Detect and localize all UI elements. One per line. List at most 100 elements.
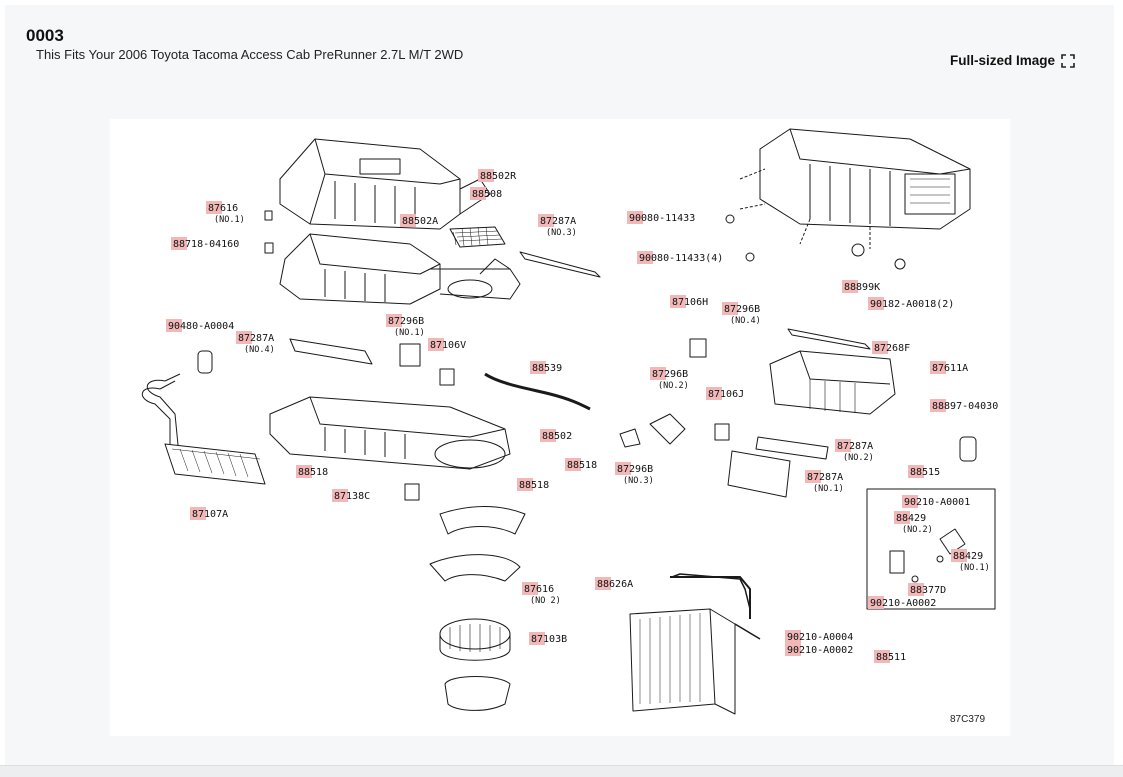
part-callout[interactable]: 87103B	[529, 632, 567, 645]
callout-highlight	[706, 387, 722, 400]
callout-part-number: 90480-A0004	[168, 321, 234, 332]
part-callout[interactable]: 87296B(NO.3)	[615, 462, 654, 486]
callout-sub-label: (NO.1)	[214, 215, 245, 225]
part-callout[interactable]: 88502	[540, 429, 572, 442]
shroud-part	[429, 554, 521, 582]
blower-motor-part	[439, 618, 511, 711]
callout-part-number: 87103B	[531, 634, 567, 645]
part-callout[interactable]: 88626A	[595, 577, 633, 590]
callout-highlight	[206, 201, 222, 214]
callout-part-number: 88539	[532, 363, 562, 374]
callout-highlight	[236, 331, 252, 344]
callout-sub-label: (NO.4)	[730, 316, 761, 326]
part-callout[interactable]: 88518	[565, 458, 597, 471]
part-callout[interactable]: 87616(NO.1)	[206, 201, 245, 225]
callout-highlight	[517, 478, 533, 491]
part-callout[interactable]: 87106H	[670, 295, 708, 308]
part-callout[interactable]: 88899K	[842, 280, 880, 293]
callout-part-number: 87287A	[540, 216, 576, 227]
part-callout[interactable]: 87287A(NO.2)	[835, 439, 874, 463]
part-callout[interactable]: 90210-A0004	[785, 630, 853, 643]
callout-part-number: 87107A	[192, 509, 228, 520]
part-callout[interactable]: 88508	[470, 187, 502, 200]
part-callout[interactable]: 87296B(NO.4)	[722, 302, 761, 326]
screw-part	[745, 252, 755, 262]
callout-highlight	[637, 251, 653, 264]
full-size-image-button[interactable]: Full-sized Image	[950, 53, 1075, 68]
part-callout[interactable]: 88502A	[400, 214, 438, 227]
part-callout[interactable]: 88511	[874, 650, 906, 663]
callout-part-number: 87138C	[334, 491, 370, 502]
part-callout[interactable]: 88429(NO.1)	[951, 549, 990, 573]
part-callout[interactable]: 88897-04030	[930, 399, 998, 412]
heater-core-part	[142, 373, 266, 485]
callout-sub-label: (NO.2)	[658, 381, 689, 391]
part-callout[interactable]: 87611A	[930, 361, 968, 374]
part-callout[interactable]: 87106J	[706, 387, 744, 400]
part-callout[interactable]: 87296B(NO.2)	[650, 367, 689, 391]
screw-part	[851, 243, 865, 257]
callout-part-number: 88429	[953, 551, 983, 562]
part-callout[interactable]: 90080-11433	[627, 211, 695, 224]
part-callout[interactable]: 87107A	[190, 507, 228, 520]
callout-part-number: 87296B	[617, 464, 653, 475]
callout-part-number: 87616	[208, 203, 238, 214]
part-callout[interactable]: 88718-04160	[171, 237, 239, 250]
callout-part-number: 90210-A0001	[904, 497, 970, 508]
part-callout[interactable]: 88502R	[478, 169, 517, 182]
callout-highlight	[615, 462, 631, 475]
diagram-number: 0003	[26, 26, 64, 45]
lower-case-part	[269, 396, 511, 470]
hvac-unit-part	[739, 128, 971, 249]
part-callout[interactable]: 88429(NO.2)	[894, 511, 933, 535]
part-callout[interactable]: 88515	[908, 465, 940, 478]
part-callout[interactable]: 90210-A0002	[785, 643, 853, 656]
footer-bar	[0, 765, 1123, 777]
part-callout[interactable]: 90480-A0004	[166, 319, 234, 332]
expand-icon	[1061, 53, 1075, 68]
callout-part-number: 88502A	[402, 216, 438, 227]
part-callout[interactable]: 87268F	[872, 341, 910, 354]
part-callout[interactable]: 87287A(NO.1)	[805, 470, 844, 494]
callout-highlight	[930, 399, 946, 412]
part-callout[interactable]: 87138C	[332, 489, 370, 502]
parts-diagram-drawing: 88502R8850887616(NO.1)88502A87287A(NO.3)…	[142, 128, 998, 725]
shroud-part	[439, 506, 526, 535]
callout-highlight	[400, 214, 416, 227]
callout-highlight	[296, 465, 312, 478]
part-callout[interactable]: 90080-11433(4)	[637, 251, 723, 264]
callout-sub-label: (NO.1)	[394, 328, 425, 338]
callout-highlight	[565, 458, 581, 471]
callout-highlight	[805, 470, 821, 483]
part-callout[interactable]: 87616(NO 2)	[522, 582, 561, 606]
part-callout[interactable]: 88518	[296, 465, 328, 478]
callout-part-number: 87106V	[430, 340, 466, 351]
part-callout[interactable]: 90182-A0018(2)	[868, 297, 954, 310]
part-callout[interactable]: 87106V	[428, 338, 466, 351]
seal-part	[727, 450, 791, 498]
part-callout[interactable]: 88539	[530, 361, 562, 374]
callout-part-number: 90182-A0018(2)	[870, 299, 954, 310]
callout-part-number: 87616	[524, 584, 554, 595]
part-callout[interactable]: 87287A(NO.4)	[236, 331, 275, 355]
part-callout[interactable]: 87287A(NO.3)	[538, 214, 577, 238]
callout-sub-label: (NO.1)	[959, 563, 990, 573]
seal-part	[519, 251, 601, 278]
clip-part	[264, 210, 273, 221]
callout-sub-label: (NO.2)	[902, 525, 933, 535]
callout-part-number: 87287A	[807, 472, 843, 483]
part-callout[interactable]: 88377D	[908, 583, 946, 596]
callout-part-number: 88508	[472, 189, 502, 200]
part-callout[interactable]: 87296B(NO.1)	[386, 314, 425, 338]
callout-sub-label: (NO 2)	[530, 596, 561, 606]
part-callout[interactable]: 90210-A0002	[868, 596, 936, 609]
callout-highlight	[190, 507, 206, 520]
part-callout[interactable]: 88518	[517, 478, 549, 491]
callout-highlight	[894, 511, 910, 524]
callout-part-number: 87268F	[874, 343, 910, 354]
part-callout[interactable]: 90210-A0001	[902, 495, 970, 508]
callout-part-number: 88511	[876, 652, 906, 663]
callout-highlight	[835, 439, 851, 452]
callout-sub-label: (NO.1)	[813, 484, 844, 494]
